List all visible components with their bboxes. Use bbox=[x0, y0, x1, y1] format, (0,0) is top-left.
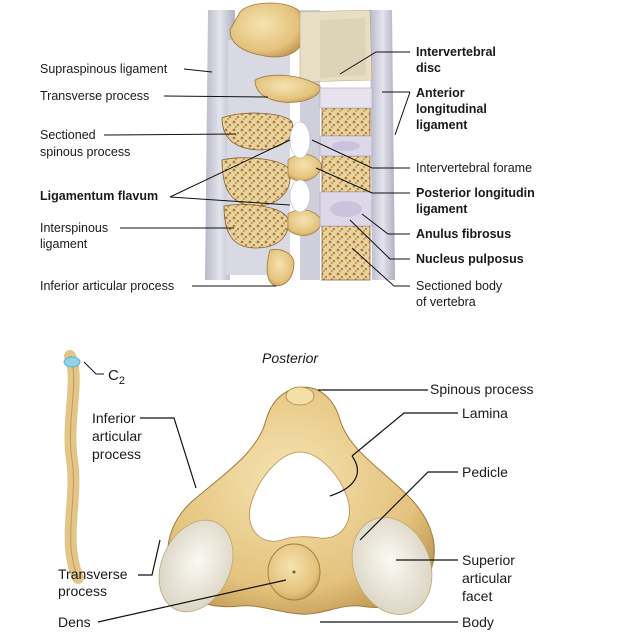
label-anulus-fibrosus: Anulus fibrosus bbox=[416, 227, 512, 241]
c2-leader bbox=[83, 361, 104, 375]
top-left-leaders bbox=[103, 68, 291, 287]
label-inferior-articular-top: Inferior articular process bbox=[40, 279, 175, 293]
label-body: Body bbox=[462, 614, 494, 630]
label-inferior-articular-3: process bbox=[92, 446, 142, 462]
label-sectioned-spinous-1: Sectioned bbox=[40, 128, 96, 142]
label-superior-articular-3: facet bbox=[462, 588, 493, 604]
label-lamina: Lamina bbox=[462, 405, 508, 421]
label-anterior-longitudinal-2: longitudinal bbox=[416, 102, 487, 116]
anterior-ligament-shape bbox=[370, 10, 395, 280]
label-sectioned-body-2: of vertebra bbox=[416, 295, 476, 309]
bottom-right-leaders bbox=[318, 389, 458, 623]
label-spinous-process: Spinous process bbox=[430, 381, 534, 397]
label-posterior: Posterior bbox=[262, 350, 319, 366]
label-sectioned-body-1: Sectioned body bbox=[416, 279, 503, 293]
label-intervertebral-disc-2: disc bbox=[416, 61, 442, 75]
label-ligamentum-flavum: Ligamentum flavum bbox=[40, 189, 159, 203]
label-dens: Dens bbox=[58, 614, 91, 630]
label-anterior-longitudinal-1: Anterior bbox=[416, 86, 465, 100]
label-transverse-process-top: Transverse process bbox=[40, 89, 150, 103]
label-interspinous-2: ligament bbox=[40, 237, 88, 251]
label-sectioned-spinous-2: spinous process bbox=[40, 145, 131, 159]
bottom-left-leaders bbox=[97, 417, 287, 623]
label-intervertebral-disc-1: Intervertebral bbox=[416, 45, 496, 59]
label-superior-articular-2: articular bbox=[462, 570, 512, 586]
label-inferior-articular-2: articular bbox=[92, 428, 142, 444]
label-superior-articular-1: Superior bbox=[462, 552, 515, 568]
label-posterior-longitudinal-2: ligament bbox=[416, 202, 468, 216]
sagittal-spine-section bbox=[205, 2, 395, 287]
label-transverse-2: process bbox=[58, 583, 108, 599]
label-inferior-articular-1: Inferior bbox=[92, 410, 136, 426]
axis-vertebra bbox=[158, 386, 435, 615]
label-pedicle: Pedicle bbox=[462, 464, 508, 480]
label-supraspinous-ligament: Supraspinous ligament bbox=[40, 62, 168, 76]
top-right-leaders bbox=[311, 51, 411, 287]
spine-column-thumbnail bbox=[63, 350, 84, 584]
label-c2: C2 bbox=[108, 367, 125, 387]
label-anterior-longitudinal-3: ligament bbox=[416, 118, 468, 132]
label-nucleus-pulposus: Nucleus pulposus bbox=[416, 252, 524, 266]
label-transverse-1: Transverse bbox=[58, 566, 128, 582]
label-interspinous-1: Interspinous bbox=[40, 221, 109, 235]
label-intervertebral-foramen: Intervertebral forame bbox=[416, 161, 533, 175]
label-posterior-longitudinal-1: Posterior longitudin bbox=[416, 186, 535, 200]
